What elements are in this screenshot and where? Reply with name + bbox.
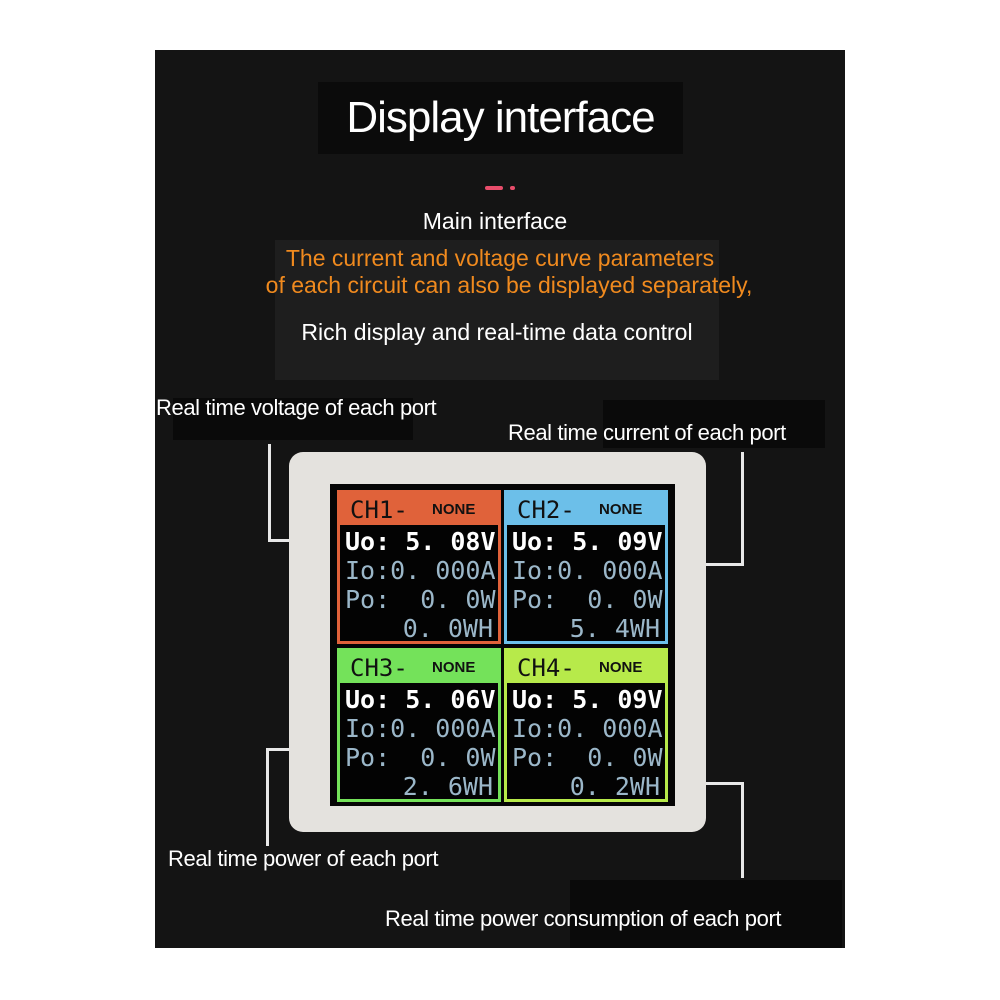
channel-1-power: Po: 0. 0W — [345, 585, 496, 614]
channel-4-panel: CH4- NONE Uo: 5. 09V Io:0. 000A Po: 0. 0… — [504, 648, 668, 802]
channel-2-energy: 5. 4WH — [569, 614, 660, 643]
channel-3-current: Io:0. 000A — [345, 714, 496, 743]
voltage-leader-vertical — [268, 444, 271, 542]
consumption-leader-vertical — [741, 782, 744, 878]
current-label-bg — [603, 400, 825, 448]
channel-2-header: CH2- NONE — [507, 493, 665, 525]
channel-3-energy: 2. 6WH — [402, 772, 493, 801]
channel-1-energy: 0. 0WH — [402, 614, 493, 643]
channel-4-voltage: Uo: 5. 09V — [512, 685, 663, 714]
channel-3-header: CH3- NONE — [340, 651, 498, 683]
intro-box — [275, 240, 719, 380]
current-leader-horizontal — [672, 563, 744, 566]
channel-2-current: Io:0. 000A — [512, 556, 663, 585]
divider-dot — [510, 186, 515, 190]
channel-4-power: Po: 0. 0W — [512, 743, 663, 772]
channel-1-panel: CH1- NONE Uo: 5. 08V Io:0. 000A Po: 0. 0… — [337, 490, 501, 644]
divider-dash — [485, 186, 503, 190]
channel-3-voltage: Uo: 5. 06V — [345, 685, 496, 714]
channel-3-mode: NONE — [432, 659, 476, 676]
channel-4-name: CH4- — [517, 654, 575, 682]
power-callout: Real time power of each port — [168, 846, 439, 871]
title-box — [318, 82, 683, 154]
channel-1-mode: NONE — [432, 501, 476, 518]
channel-2-mode: NONE — [599, 501, 643, 518]
channel-2-voltage: Uo: 5. 09V — [512, 527, 663, 556]
intro-heading: Main interface — [422, 208, 568, 234]
channel-2-panel: CH2- NONE Uo: 5. 09V Io:0. 000A Po: 0. 0… — [504, 490, 668, 644]
channel-1-current: Io:0. 000A — [345, 556, 496, 585]
channel-4-mode: NONE — [599, 659, 643, 676]
page-title: Display interface — [346, 93, 655, 142]
channel-2-name: CH2- — [517, 496, 575, 524]
channel-3-power: Po: 0. 0W — [345, 743, 496, 772]
channel-1-header: CH1- NONE — [340, 493, 498, 525]
voltage-label-bg — [173, 398, 413, 440]
consumption-label-bg — [570, 880, 842, 948]
intro-orange-line-1: The current and voltage curve parameters — [285, 245, 715, 271]
current-callout: Real time current of each port — [508, 420, 786, 445]
channel-3-name: CH3- — [350, 654, 408, 682]
voltage-callout: Real time voltage of each port — [156, 395, 437, 420]
channel-4-header: CH4- NONE — [507, 651, 665, 683]
current-leader-vertical — [741, 452, 744, 566]
channel-4-energy: 0. 2WH — [569, 772, 660, 801]
channel-1-name: CH1- — [350, 496, 408, 524]
intro-orange-line-2: of each circuit can also be displayed se… — [265, 272, 753, 298]
consumption-callout: Real time power consumption of each port — [385, 906, 782, 931]
channel-1-voltage: Uo: 5. 08V — [345, 527, 496, 556]
intro-tagline: Rich display and real-time data control — [301, 319, 693, 345]
power-leader-vertical — [266, 748, 269, 846]
channel-4-current: Io:0. 000A — [512, 714, 663, 743]
channel-3-panel: CH3- NONE Uo: 5. 06V Io:0. 000A Po: 0. 0… — [337, 648, 501, 802]
channel-2-power: Po: 0. 0W — [512, 585, 663, 614]
